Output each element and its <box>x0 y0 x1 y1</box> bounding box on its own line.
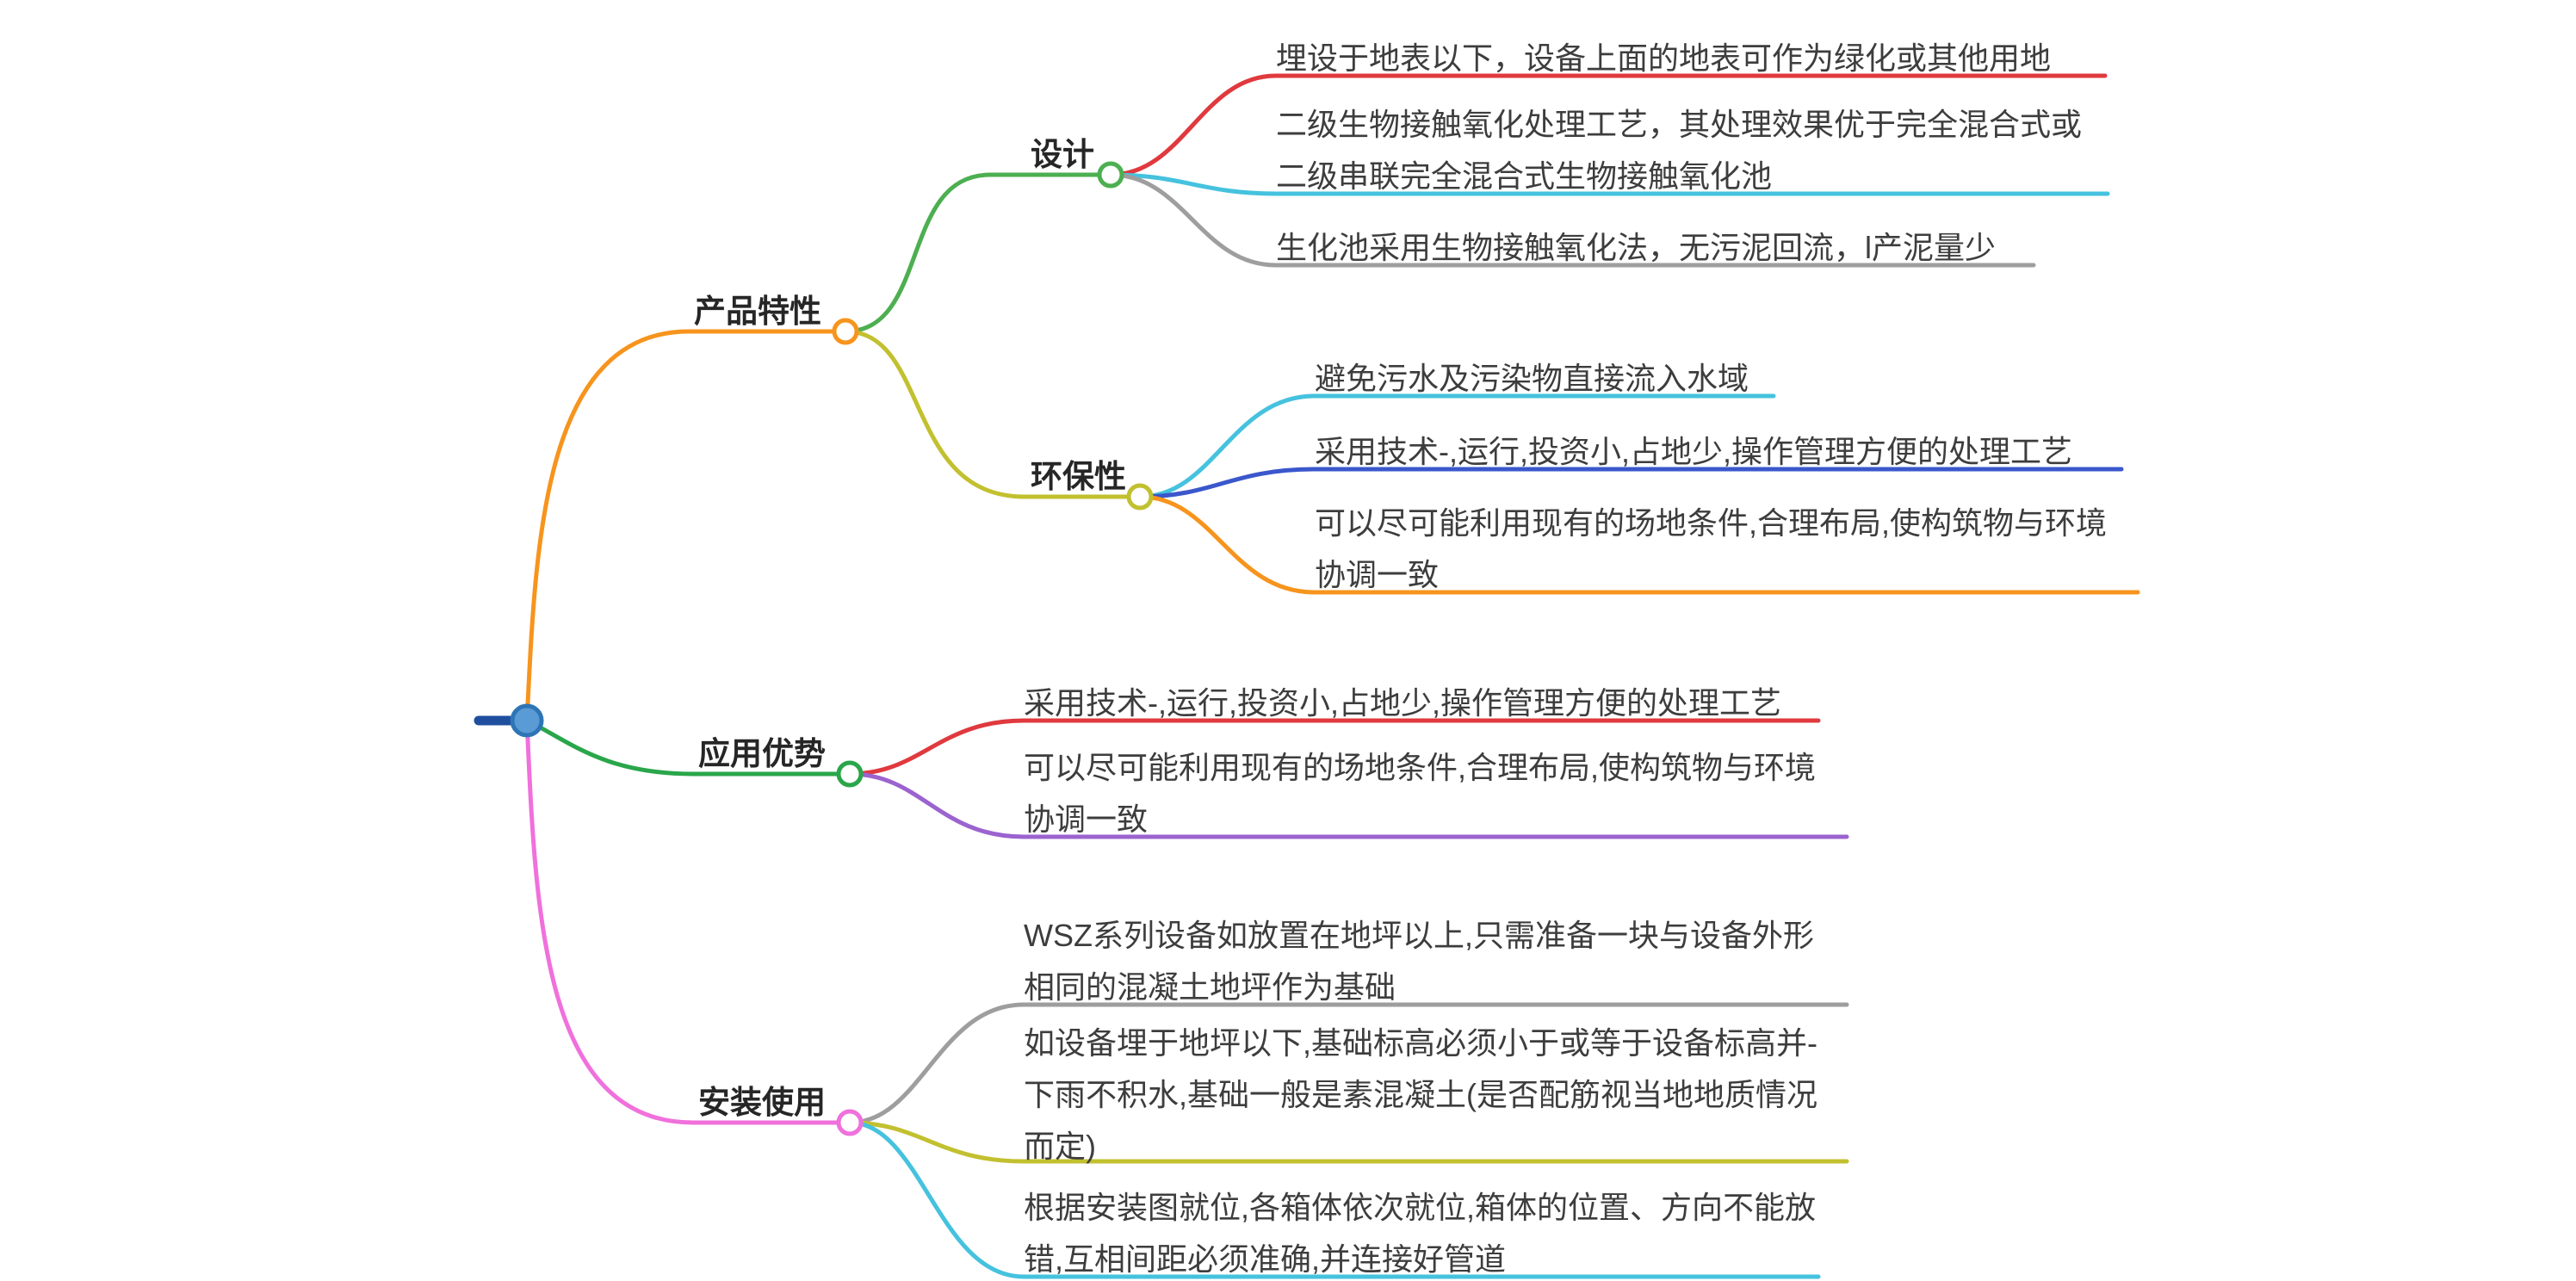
branch-installation-usage-line <box>524 718 841 1125</box>
leaf-design-1[interactable]: 二级生物接触氧化处理工艺，其处理效果优于完全混合式或二级串联完全混合式生物接触氧… <box>1276 107 2083 194</box>
eco-leaf-0-line <box>1137 393 1776 499</box>
design-leaf-2-line <box>1108 172 2036 268</box>
leaf-installation-0[interactable]: WSZ系列设备如放置在地坪以上,只需准备一块与设备外形相同的混凝土地坪作为基础 <box>1024 918 1814 1005</box>
node-design[interactable] <box>1097 161 1124 189</box>
leaf-installation-2[interactable]: 根据安装图就位,各箱体依次就位,箱体的位置、方向不能放错,互相间距必须准确,并连… <box>1024 1190 1817 1277</box>
design-leaf-1-line <box>1108 172 2110 196</box>
node-application-advantages[interactable] <box>836 760 864 788</box>
leaf-eco-1[interactable]: 采用技术-,运行,投资小,占地少,操作管理方便的处理工艺 <box>1315 434 2072 469</box>
node-eco-friendliness[interactable] <box>1126 483 1154 511</box>
node-installation-usage[interactable] <box>836 1109 864 1136</box>
installation-leaf-2-line <box>847 1120 1821 1279</box>
leaf-application-0[interactable]: 采用技术-,运行,投资小,占地少,操作管理方便的处理工艺 <box>1024 685 1781 721</box>
leaf-application-1[interactable]: 可以尽可能利用现有的场地条件,合理布局,使构筑物与环境协调一致 <box>1024 750 1817 837</box>
branch-design-line <box>843 172 1102 334</box>
application-leaf-0-line <box>847 718 1821 777</box>
eco-leaf-1-line <box>1137 467 2124 499</box>
installation-leaf-1-line <box>847 1120 1849 1164</box>
leaf-installation-1[interactable]: 如设备埋于地坪以下,基础标高必须小于或等于设备标高并-下雨不积水,基础一般是素混… <box>1024 1025 1817 1164</box>
application-leaf-1-line <box>847 771 1849 839</box>
topic-installation-usage[interactable]: 安装使用 <box>698 1085 826 1120</box>
topic-product-features[interactable]: 产品特性 <box>694 294 821 329</box>
installation-leaf-0-line <box>847 1002 1849 1125</box>
topic-design[interactable]: 设计 <box>1031 137 1094 172</box>
branch-application-advantages-line <box>524 718 841 777</box>
leaf-design-0[interactable]: 埋设于地表以下，设备上面的地表可作为绿化或其他用地 <box>1276 40 2052 76</box>
topic-eco-friendliness[interactable]: 环保性 <box>1031 459 1126 494</box>
leaf-eco-2[interactable]: 可以尽可能利用现有的场地条件,合理布局,使构筑物与环境协调一致 <box>1315 505 2108 592</box>
root-node[interactable] <box>510 703 544 738</box>
topic-application-advantages[interactable]: 应用优势 <box>698 736 826 771</box>
branch-eco-friendliness-line <box>843 329 1131 499</box>
branch-product-features-line <box>524 329 837 723</box>
node-product-features[interactable] <box>832 318 859 345</box>
leaf-eco-0[interactable]: 避免污水及污染物直接流入水域 <box>1315 361 1749 396</box>
eco-leaf-2-line <box>1137 494 2140 595</box>
design-leaf-0-line <box>1108 73 2108 177</box>
leaf-design-2[interactable]: 生化池采用生物接触氧化法，无污泥回流，l产泥量少 <box>1276 230 1996 265</box>
